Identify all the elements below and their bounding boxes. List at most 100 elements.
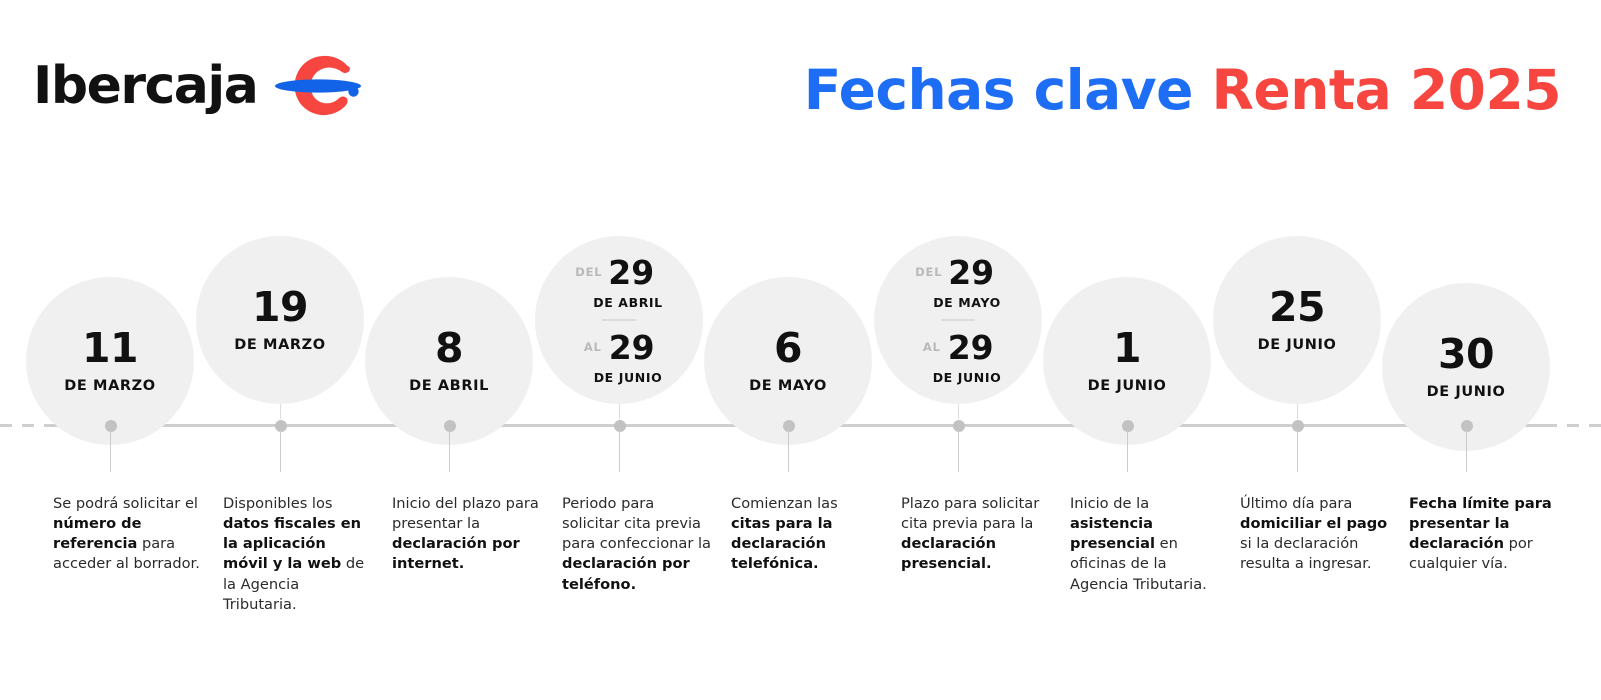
brand-wordmark: Ibercaja (33, 56, 259, 116)
caption-emphasis: declaración por teléfono. (562, 555, 690, 593)
timeline-dot-5[interactable] (782, 419, 795, 432)
connector-stem-down-8 (1296, 430, 1298, 472)
date-circle-3: 8 DE ABRIL (365, 277, 533, 445)
date-day-3: 8 (434, 324, 464, 372)
caption-text: Último día para (1240, 495, 1353, 512)
milestone-caption-4: Periodo para solicitar cita previa para … (562, 494, 712, 595)
date-day-2: 19 (251, 283, 309, 331)
title-red-part: Renta 2025 (1211, 58, 1562, 122)
connector-stem-up-6 (957, 404, 959, 419)
date-month-3: DE ABRIL (409, 378, 489, 394)
date-month-2: DE MARZO (234, 337, 326, 353)
timeline-dot-9[interactable] (1460, 419, 1473, 432)
milestone-caption-3: Inicio del plazo para presentar la decla… (392, 494, 542, 575)
milestone-caption-7: Inicio de la asistencia presencial en of… (1070, 494, 1220, 595)
date-day-5: 6 (773, 324, 803, 372)
date-circle-5: 6 DE MAYO (704, 277, 872, 445)
range-separator (602, 318, 636, 321)
connector-stem-up-8 (1296, 404, 1298, 419)
range-from-prefix: DEL (915, 265, 943, 279)
timeline-dot-1[interactable] (104, 419, 117, 432)
axis-dashed-right (1545, 424, 1601, 427)
caption-emphasis: número de referencia (53, 515, 142, 553)
caption-text: Disponibles los (223, 495, 333, 512)
range-to-day: 29 (947, 327, 994, 367)
timeline-dot-7[interactable] (1121, 419, 1134, 432)
timeline-dot-4[interactable] (613, 419, 626, 432)
caption-text: Inicio de la (1070, 495, 1150, 512)
connector-stem-down-9 (1465, 430, 1467, 472)
caption-text: Plazo para solicitar cita previa para la (901, 495, 1040, 533)
date-day-8: 25 (1268, 283, 1326, 331)
caption-text: si la declaración resulta a ingresar. (1240, 535, 1372, 573)
range-from-prefix: DEL (575, 265, 603, 279)
range-to-month: DE JUNIO (593, 369, 663, 385)
range-to-day: 29 (608, 327, 655, 367)
timeline-dot-3[interactable] (443, 419, 456, 432)
milestone-caption-8: Último día para domiciliar el pago si la… (1240, 494, 1390, 575)
caption-text: para acceder al borrador. (53, 535, 200, 573)
connector-stem-down-1 (109, 430, 111, 472)
connector-stem-down-3 (448, 430, 450, 472)
caption-emphasis: Fecha límite para presentar la declaraci… (1409, 495, 1552, 553)
range-from-month: DE ABRIL (593, 294, 663, 310)
date-month-5: DE MAYO (749, 378, 827, 394)
connector-stem-down-6 (957, 430, 959, 472)
milestone-caption-6: Plazo para solicitar cita previa para la… (901, 494, 1051, 575)
caption-text: Se podrá solicitar el (53, 495, 198, 512)
milestone-caption-1: Se podrá solicitar el número de referenc… (53, 494, 203, 575)
date-circle-7: 1 DE JUNIO (1043, 277, 1211, 445)
caption-emphasis: datos fiscales en la aplicación móvil y … (223, 515, 362, 573)
date-circle-2: 19 DE MARZO (196, 236, 364, 404)
caption-emphasis: domiciliar el pago (1240, 515, 1388, 533)
milestone-caption-5: Comienzan las citas para la declaración … (731, 494, 881, 575)
brand-logo: Ibercaja (33, 55, 362, 117)
range-to-prefix: AL (922, 340, 941, 354)
range-to-month: DE JUNIO (932, 369, 1002, 385)
date-month-7: DE JUNIO (1087, 378, 1167, 394)
caption-text: en oficinas de la Agencia Tributaria. (1070, 535, 1207, 593)
timeline-dot-6[interactable] (952, 419, 965, 432)
milestone-caption-2: Disponibles los datos fiscales en la apl… (223, 494, 373, 615)
timeline-dot-8[interactable] (1291, 419, 1304, 432)
date-day-9: 30 (1437, 330, 1495, 378)
connector-stem-up-4 (618, 404, 620, 419)
page-title: Fechas clave Renta 2025 (804, 61, 1562, 120)
connector-stem-down-2 (279, 430, 281, 472)
caption-text: Periodo para solicitar cita previa para … (562, 495, 711, 553)
range-separator (941, 318, 975, 321)
date-month-9: DE JUNIO (1426, 384, 1506, 400)
caption-emphasis: declaración presencial. (901, 535, 996, 573)
axis-dashed-left (0, 424, 56, 427)
date-month-8: DE JUNIO (1257, 337, 1337, 353)
date-day-1: 11 (81, 324, 139, 372)
caption-text: por cualquier vía. (1409, 535, 1533, 573)
caption-emphasis: declaración por internet. (392, 535, 520, 573)
date-circle-8: 25 DE JUNIO (1213, 236, 1381, 404)
timeline-dot-2[interactable] (274, 419, 287, 432)
range-from-day: 29 (948, 252, 995, 292)
caption-text: Inicio del plazo para presentar la (392, 495, 539, 533)
range-from-day: 29 (608, 252, 655, 292)
range-to-prefix: AL (583, 340, 602, 354)
range-from-month: DE MAYO (933, 294, 1001, 310)
caption-emphasis: asistencia presencial (1070, 515, 1156, 553)
connector-stem-down-4 (618, 430, 620, 472)
date-day-7: 1 (1112, 324, 1142, 372)
date-month-1: DE MARZO (64, 378, 156, 394)
connector-stem-down-7 (1126, 430, 1128, 472)
date-circle-1: 11 DE MARZO (26, 277, 194, 445)
caption-text: Comienzan las (731, 495, 838, 512)
title-blue-part: Fechas clave (803, 58, 1194, 122)
milestone-caption-9: Fecha límite para presentar la declaraci… (1409, 494, 1559, 575)
